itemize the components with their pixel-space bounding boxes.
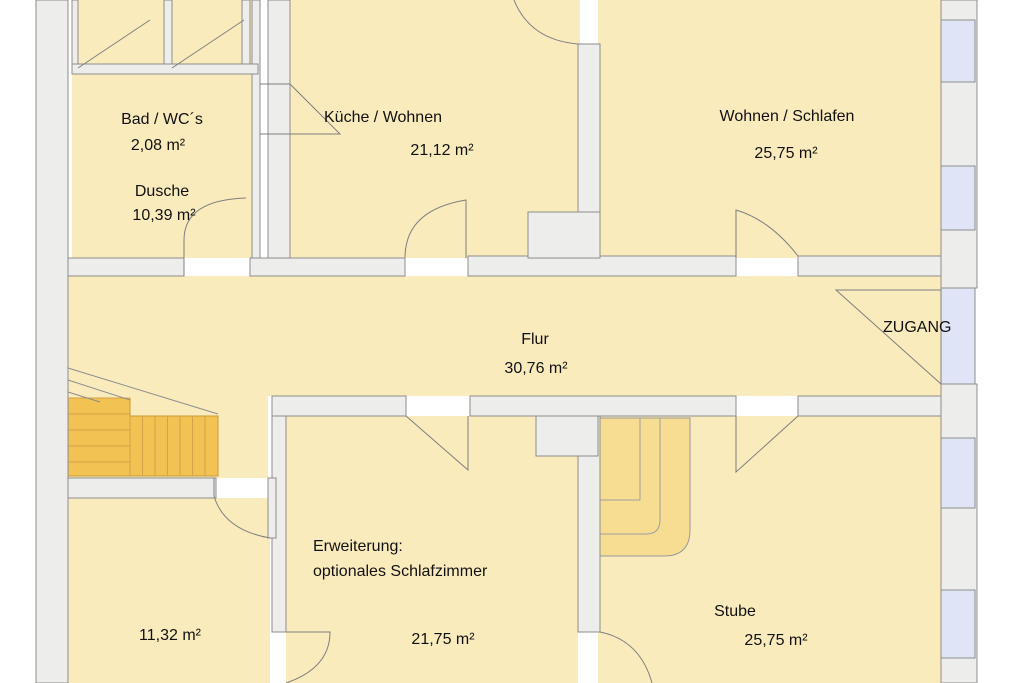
wall-upper-hall-2 — [249, 257, 406, 277]
wall-bad-inner — [251, 0, 261, 259]
stair-outline-lines — [67, 367, 219, 415]
wall-chimney-lower — [535, 415, 599, 457]
room-area-dusche: 10,39 m² — [132, 207, 196, 224]
window-east-4 — [940, 589, 976, 659]
room-bad-wc-floor — [72, 0, 254, 258]
window-east-1 — [940, 19, 976, 83]
door-kueche-top — [260, 83, 342, 135]
door-bad-swing — [183, 197, 247, 276]
windows — [940, 19, 976, 659]
exterior-wall-west — [35, 0, 69, 683]
room-label-erweiterung: Erweiterung: — [313, 538, 403, 555]
door-top-swing — [513, 0, 579, 45]
wall-wc-bottom — [71, 63, 259, 75]
room-area-stube: 25,75 m² — [744, 632, 808, 649]
door-zugang-swing — [834, 289, 942, 386]
door-stube-south — [599, 631, 653, 683]
wall-lower-hall-2 — [469, 395, 737, 417]
stair-stube — [599, 417, 691, 557]
stair-stube-inner-2 — [600, 418, 661, 535]
room-area-southwest: 11,32 m² — [139, 627, 201, 644]
door-kueche-swing — [404, 199, 467, 259]
entrance-label: ZUGANG — [883, 319, 952, 336]
room-wohnen-schlafen-floor — [598, 0, 941, 258]
room-area-wohnen-schlafen: 25,75 m² — [754, 145, 818, 162]
room-label-stube: Stube — [714, 603, 756, 620]
wall-lower-hall-3 — [797, 395, 942, 417]
stair-west-lower — [67, 397, 131, 477]
door-wohnen-swing — [735, 209, 799, 258]
room-area-flur: 30,76 m² — [504, 360, 568, 377]
room-label-dusche: Dusche — [134, 183, 190, 200]
room-label-erweiterung-sub: optionales Schlafzimmer — [313, 563, 488, 580]
door-sw-swing — [213, 478, 271, 539]
door-lower-2-swing — [735, 415, 799, 474]
door-wc-2 — [171, 19, 245, 69]
wall-bad-kueche — [267, 0, 291, 259]
room-erweiterung-floor — [286, 416, 578, 683]
wall-wc-partition-2 — [163, 0, 173, 69]
room-southwest-floor — [68, 498, 270, 683]
room-area-bad: 2,08 m² — [130, 137, 186, 154]
door-wc-1 — [77, 19, 151, 69]
walls — [35, 0, 978, 683]
stair-stube-inner-1 — [600, 418, 641, 501]
door-swings — [77, 0, 942, 683]
wall-lower-hall-1 — [271, 395, 407, 417]
wall-upper-hall-4 — [797, 255, 942, 277]
staircases — [67, 367, 691, 557]
wall-stair-south — [67, 477, 217, 499]
window-east-2 — [940, 165, 976, 231]
wall-upper-hall-3 — [467, 255, 737, 277]
window-east-3 — [940, 437, 976, 509]
floor-areas — [68, 0, 943, 683]
room-label-bad: Bad / WC´s — [121, 111, 203, 128]
room-label-kueche: Küche / Wohnen — [323, 109, 443, 126]
room-area-kueche: 21,12 m² — [410, 142, 474, 159]
wall-wc-partition-1 — [71, 0, 79, 69]
stair-west-upper — [129, 415, 219, 477]
window-east-entrance — [940, 287, 976, 385]
room-label-flur: Flur — [521, 331, 549, 348]
room-area-erweiterung: 21,75 m² — [411, 631, 475, 648]
room-label-wohnen-schlafen: Wohnen / Schlafen — [719, 108, 855, 125]
door-lower-1-swing — [405, 415, 469, 472]
wall-chimney-block — [527, 211, 601, 259]
door-erweiterung-south — [285, 631, 331, 683]
wall-upper-hall-1 — [67, 257, 185, 277]
wall-sw-east — [267, 477, 277, 539]
wall-wc-partition-3 — [241, 0, 251, 69]
hallway-flur-floor — [68, 276, 941, 396]
